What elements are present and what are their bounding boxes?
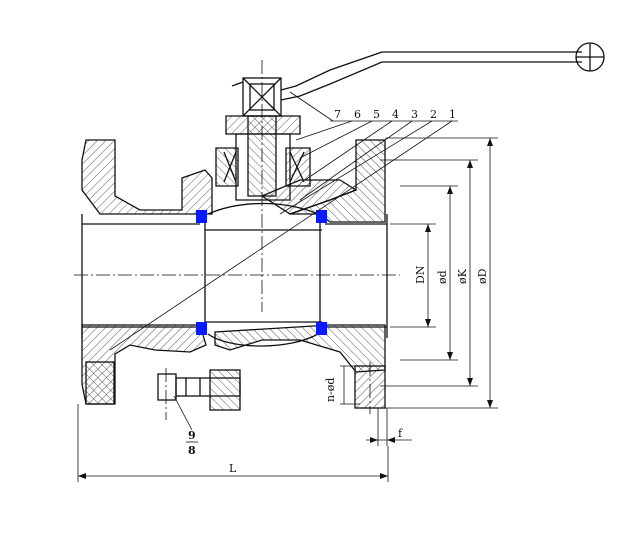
- dim-label-bolt-holes: n-ød: [324, 378, 337, 402]
- seat-seals: [196, 210, 327, 335]
- part-label-1: 1: [449, 108, 456, 121]
- dim-label-k: øK: [456, 268, 469, 284]
- dim-label-d: ød: [436, 270, 449, 284]
- seat-seal-left-top: [196, 210, 207, 223]
- part-label-7: 7: [334, 108, 341, 121]
- dimension-arrows: [78, 138, 493, 479]
- ball-cavity: [204, 202, 322, 347]
- dim-label-dn: DN: [414, 265, 427, 284]
- dim-label-L: L: [229, 462, 237, 475]
- dimension-lines: [77, 137, 498, 482]
- flange-bolt: [157, 369, 241, 411]
- seat-seal-left-bottom: [196, 322, 207, 335]
- part-label-5: 5: [373, 108, 380, 121]
- dim-label-f: f: [398, 427, 403, 440]
- centerlines: [74, 60, 400, 420]
- seat-seal-right-bottom: [316, 322, 327, 335]
- part-label-3: 3: [411, 108, 418, 121]
- part-label-4: 4: [392, 108, 399, 121]
- part-label-6: 6: [354, 108, 361, 121]
- dimension-labels: DN ød øK øD n-ød f L: [229, 265, 489, 475]
- part-number-labels: 7 6 5 4 3 2 1 9 8: [188, 108, 456, 457]
- part-label-9: 9: [188, 429, 196, 442]
- part-label-2: 2: [430, 108, 437, 121]
- bore: [81, 214, 388, 338]
- part-leaders: [109, 91, 458, 443]
- part-label-8: 8: [188, 444, 196, 457]
- seat-seal-right-top: [316, 210, 327, 223]
- left-flange-bottom: [81, 324, 207, 405]
- handle-lever: [231, 42, 605, 101]
- left-flange-top: [81, 139, 213, 215]
- right-flange-top: [260, 139, 386, 223]
- dim-label-D: øD: [476, 268, 489, 284]
